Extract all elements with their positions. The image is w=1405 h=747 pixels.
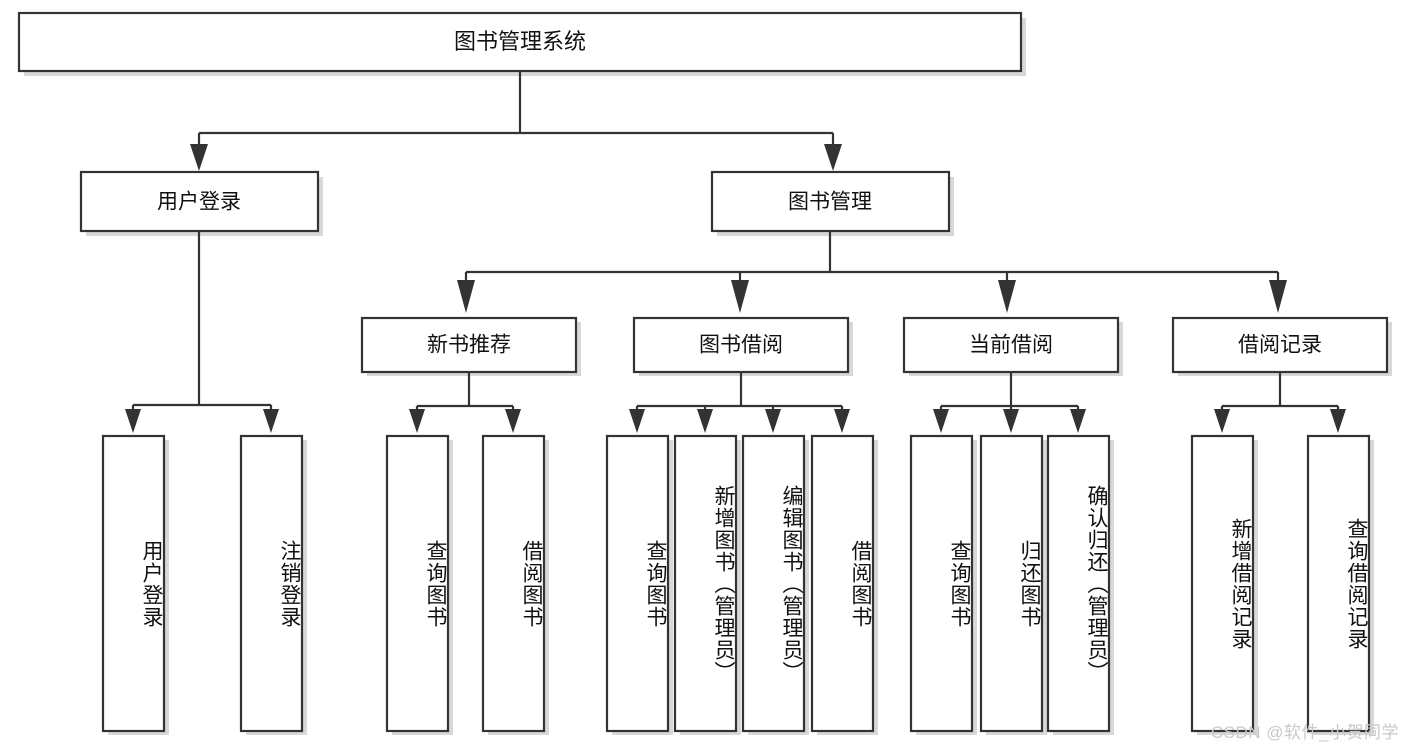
node-current-borrow[interactable]: 当前借阅 (902, 316, 1123, 376)
node-book-borrow-label: 图书借阅 (699, 334, 783, 357)
arrow-head-icon (731, 280, 749, 313)
connector-new-book-recommend-to-leaves (409, 372, 521, 433)
node-book-manage-label: 图书管理 (788, 191, 872, 214)
arrow-head-icon (998, 280, 1016, 313)
arrow-head-icon (834, 409, 850, 433)
leaf-query-book-3-box[interactable] (909, 434, 974, 733)
node-new-book-recommend-box (360, 316, 578, 374)
arrow-head-icon (824, 144, 842, 171)
leaf-edit-book-box[interactable] (741, 434, 806, 733)
leaf-borrow-book-2-box[interactable] (810, 434, 875, 733)
node-root-box (17, 11, 1023, 73)
node-current-borrow-label: 当前借阅 (969, 334, 1053, 357)
arrow-head-icon (1269, 280, 1287, 313)
leaf-boxes (101, 434, 1374, 735)
leaf-add-book-box[interactable] (673, 434, 738, 733)
arrow-head-icon (505, 409, 521, 433)
node-root-label: 图书管理系统 (454, 29, 586, 54)
connector-user-login-to-leaves (125, 231, 279, 433)
node-user-login-label: 用户登录 (157, 191, 241, 214)
connector-book-manage-to-level2 (457, 231, 1287, 313)
leaf-query-record-box[interactable] (1306, 434, 1371, 733)
leaf-logout-box[interactable] (239, 434, 304, 733)
leaf-add-record-box[interactable] (1190, 434, 1255, 733)
node-borrow-record[interactable]: 借阅记录 (1171, 316, 1392, 376)
node-new-book-recommend[interactable]: 新书推荐 (360, 316, 581, 376)
arrow-head-icon (1214, 409, 1230, 433)
arrow-head-icon (1070, 409, 1086, 433)
connector-root-to-level1 (190, 71, 842, 171)
arrow-head-icon (1003, 409, 1019, 433)
leaf-confirm-return-box[interactable] (1046, 434, 1111, 733)
arrow-head-icon (765, 409, 781, 433)
arrow-head-icon (457, 280, 475, 313)
connector-borrow-record-to-leaves (1214, 372, 1346, 433)
node-user-login-box (79, 170, 320, 233)
node-borrow-record-label: 借阅记录 (1238, 334, 1322, 357)
connector-current-borrow-to-leaves (933, 372, 1086, 433)
arrow-head-icon (697, 409, 713, 433)
node-book-borrow[interactable]: 图书借阅 (632, 316, 853, 376)
arrow-head-icon (629, 409, 645, 433)
arrow-head-icon (263, 409, 279, 433)
arrow-head-icon (409, 409, 425, 433)
csdn-watermark: CSDN @软件_小贺同学 (1210, 723, 1399, 742)
node-borrow-record-box (1171, 316, 1389, 374)
leaf-return-book-box[interactable] (979, 434, 1044, 733)
arrow-head-icon (125, 409, 141, 433)
leaf-borrow-book-1-box[interactable] (481, 434, 546, 733)
leaf-user-login-box[interactable] (101, 434, 166, 733)
leaf-query-book-1-box[interactable] (385, 434, 450, 733)
connector-book-borrow-to-leaves (629, 372, 850, 433)
leaf-query-book-2-box[interactable] (605, 434, 670, 733)
arrow-head-icon (933, 409, 949, 433)
arrow-head-icon (190, 144, 208, 171)
node-book-manage[interactable]: 图书管理 (710, 170, 954, 236)
node-new-book-recommend-label: 新书推荐 (427, 334, 511, 357)
arrow-head-icon (1330, 409, 1346, 433)
node-current-borrow-box (902, 316, 1120, 374)
node-user-login[interactable]: 用户登录 (79, 170, 323, 236)
node-root[interactable]: 图书管理系统 (17, 11, 1026, 76)
